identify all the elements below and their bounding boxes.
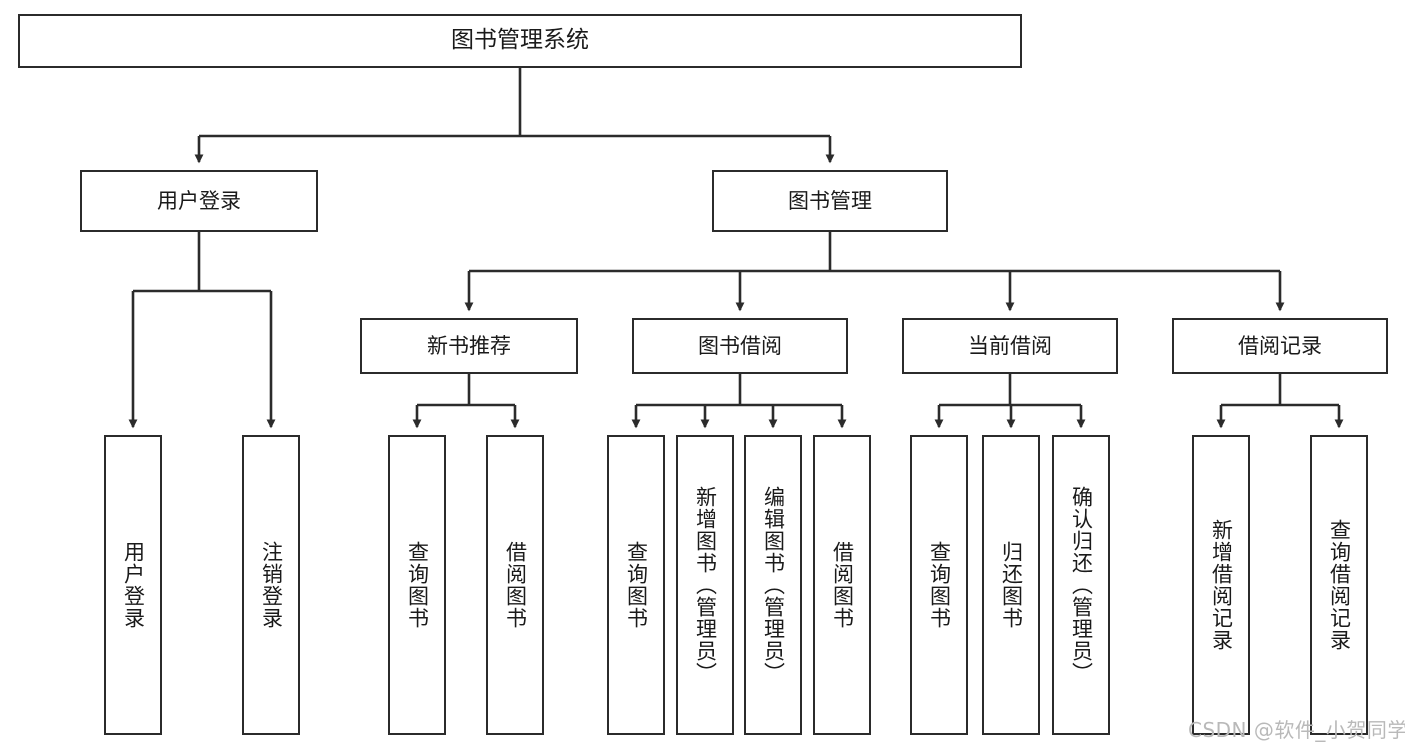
leaf-label: 归还图书 <box>999 541 1024 629</box>
node-subbranch-book-borrow[interactable]: 图书借阅 <box>632 318 848 374</box>
leaf-label: 用户登录 <box>121 541 146 629</box>
leaf-label: 确认归还（管理员） <box>1069 486 1094 684</box>
leaf-label: 编辑图书（管理员） <box>761 486 786 684</box>
leaf-label: 查询图书 <box>624 541 649 629</box>
node-leaf-borrow-query-book[interactable]: 查询图书 <box>607 435 665 735</box>
leaf-label: 借阅图书 <box>830 541 855 629</box>
node-leaf-recommend-borrow-book[interactable]: 借阅图书 <box>486 435 544 735</box>
node-root-system[interactable]: 图书管理系统 <box>18 14 1022 68</box>
leaf-label: 借阅图书 <box>503 541 528 629</box>
leaf-label: 查询图书 <box>405 541 430 629</box>
node-subbranch-new-book-recommend[interactable]: 新书推荐 <box>360 318 578 374</box>
leaf-label: 注销登录 <box>259 541 284 629</box>
node-branch-book-manage[interactable]: 图书管理 <box>712 170 948 232</box>
node-leaf-user-login[interactable]: 用户登录 <box>104 435 162 735</box>
node-leaf-record-add-borrow-record[interactable]: 新增借阅记录 <box>1192 435 1250 735</box>
node-leaf-borrow-add-book-admin[interactable]: 新增图书（管理员） <box>676 435 734 735</box>
node-leaf-recommend-query-book[interactable]: 查询图书 <box>388 435 446 735</box>
node-leaf-current-confirm-return-admin[interactable]: 确认归还（管理员） <box>1052 435 1110 735</box>
leaf-label: 查询图书 <box>927 541 952 629</box>
node-leaf-record-query-borrow-record[interactable]: 查询借阅记录 <box>1310 435 1368 735</box>
node-leaf-borrow-borrow-book[interactable]: 借阅图书 <box>813 435 871 735</box>
node-branch-user-login[interactable]: 用户登录 <box>80 170 318 232</box>
leaf-label: 新增图书（管理员） <box>693 486 718 684</box>
node-leaf-current-return-book[interactable]: 归还图书 <box>982 435 1040 735</box>
node-leaf-user-logout[interactable]: 注销登录 <box>242 435 300 735</box>
node-subbranch-current-borrow[interactable]: 当前借阅 <box>902 318 1118 374</box>
leaf-label: 新增借阅记录 <box>1209 519 1234 651</box>
leaf-label: 查询借阅记录 <box>1327 519 1352 651</box>
node-leaf-current-query-book[interactable]: 查询图书 <box>910 435 968 735</box>
node-subbranch-borrow-record[interactable]: 借阅记录 <box>1172 318 1388 374</box>
node-leaf-borrow-edit-book-admin[interactable]: 编辑图书（管理员） <box>744 435 802 735</box>
